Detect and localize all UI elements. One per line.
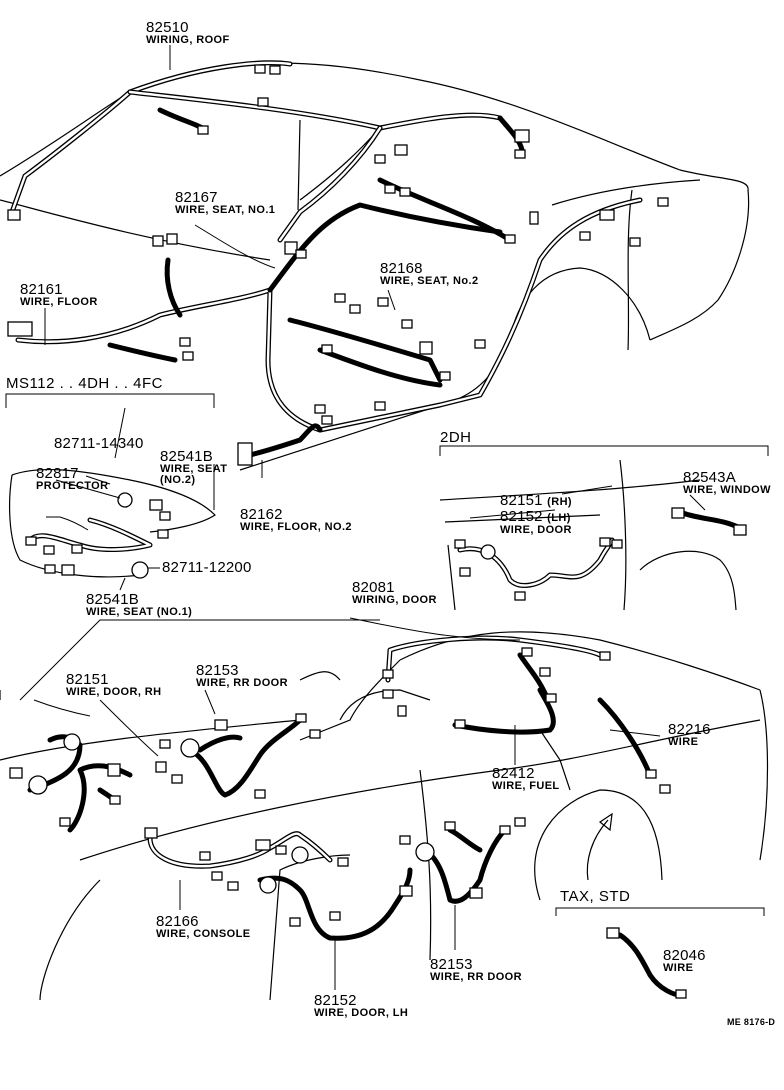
part-number: 82817 xyxy=(36,465,79,482)
part-number: 82152 xyxy=(314,992,357,1009)
part-number: 82541B xyxy=(86,591,139,608)
part-description: WIRE, SEAT, NO.1 xyxy=(175,204,276,216)
label-82152-lh: 82152 (LH) WIRE, DOOR xyxy=(500,509,572,536)
part-description: WIRE xyxy=(663,962,694,974)
label-82162: 82162 WIRE, FLOOR, NO.2 xyxy=(240,507,352,533)
part-number: 82151 xyxy=(66,671,109,688)
2dh-inset xyxy=(439,445,769,611)
part-number: 82151 xyxy=(500,492,543,509)
part-description: WIRE, DOOR, RH xyxy=(66,686,162,698)
part-description: WIRE, RR DOOR xyxy=(196,677,288,689)
ms112-inset xyxy=(5,393,216,591)
part-number: 82168 xyxy=(380,260,423,277)
label-82817: 82817 PROTECTOR xyxy=(36,466,108,492)
part-number: 82153 xyxy=(196,662,239,679)
label-82541b-no2: 82541B WIRE, SEAT (NO.2) xyxy=(160,449,227,486)
part-number: 82081 xyxy=(352,579,395,596)
label-82711-14340: 82711-14340 xyxy=(54,436,144,451)
lower-car-body xyxy=(0,619,769,1001)
part-description: WIRE xyxy=(668,736,699,748)
reference-code: ME 8176-D xyxy=(727,1017,776,1027)
label-82216: 82216 WIRE xyxy=(668,722,711,748)
roof-wiring-harness xyxy=(9,60,525,243)
part-description-extra: (NO.2) xyxy=(160,474,196,486)
part-number: 82167 xyxy=(175,189,218,206)
door-wiring xyxy=(349,617,671,794)
label-82161: 82161 WIRE, FLOOR xyxy=(20,282,98,308)
part-description: WIRING, ROOF xyxy=(146,34,230,46)
section-2dh: 2DH xyxy=(440,429,472,446)
part-number: 82162 xyxy=(240,506,283,523)
part-description: WIRE, FLOOR xyxy=(20,296,98,308)
label-82153-upper: 82153 WIRE, RR DOOR xyxy=(196,663,288,689)
part-number: 82046 xyxy=(663,947,706,964)
part-description: WIRE, FUEL xyxy=(492,780,560,792)
part-description: PROTECTOR xyxy=(36,480,109,492)
part-number: 82166 xyxy=(156,913,199,930)
part-number: 82152 xyxy=(500,508,543,525)
part-number: 82711-12200 xyxy=(162,559,252,576)
part-description: (LH) xyxy=(547,512,571,524)
label-82167: 82167 WIRE, SEAT, NO.1 xyxy=(175,190,275,216)
part-description: (RH) xyxy=(547,496,572,508)
tax-std-inset xyxy=(555,907,765,999)
label-82152-door-lh: 82152 WIRE, DOOR, LH xyxy=(314,993,408,1019)
upper-car-body xyxy=(0,62,750,471)
upper-connectors xyxy=(7,64,669,466)
part-number: 82543A xyxy=(683,469,736,486)
part-description: WIRE, SEAT (NO.1) xyxy=(86,606,193,618)
part-description: WIRE, CONSOLE xyxy=(156,928,251,940)
part-description: WIRE, DOOR, LH xyxy=(314,1007,409,1019)
label-82510: 82510 WIRING, ROOF xyxy=(146,20,230,46)
part-description: WIRE, FLOOR, NO.2 xyxy=(240,521,352,533)
part-description: WIRING, DOOR xyxy=(352,594,437,606)
part-description: WIRE, SEAT xyxy=(160,463,228,475)
label-82151-door-rh: 82151 WIRE, DOOR, RH xyxy=(66,672,161,698)
part-description: WIRE, SEAT, No.2 xyxy=(380,275,479,287)
lower-harnesses xyxy=(9,689,661,990)
label-82543a: 82543A WIRE, WINDOW xyxy=(683,470,771,496)
upper-leader-lines xyxy=(44,45,396,510)
label-82151-rh: 82151 (RH) xyxy=(500,493,572,509)
part-number: 82711-14340 xyxy=(54,435,144,452)
part-description-shared: WIRE, DOOR xyxy=(500,524,572,536)
section-ms112: MS112 . . 4DH . . 4FC xyxy=(6,375,163,392)
section-tax-std: TAX, STD xyxy=(560,888,631,905)
part-number: 82510 xyxy=(146,19,189,36)
label-82046: 82046 WIRE xyxy=(663,948,706,974)
label-82412: 82412 WIRE, FUEL xyxy=(492,766,560,792)
label-82081: 82081 WIRING, DOOR xyxy=(352,580,437,606)
part-number: 82216 xyxy=(668,721,711,738)
label-82166: 82166 WIRE, CONSOLE xyxy=(156,914,250,940)
label-82541b-no1: 82541B WIRE, SEAT (NO.1) xyxy=(86,592,192,618)
part-description: WIRE, WINDOW xyxy=(683,484,771,496)
part-description: WIRE, RR DOOR xyxy=(430,971,522,983)
label-82153-lower: 82153 WIRE, RR DOOR xyxy=(430,957,522,983)
label-82168: 82168 WIRE, SEAT, No.2 xyxy=(380,261,478,287)
label-82711-12200: 82711-12200 xyxy=(162,560,252,575)
part-number: 82541B xyxy=(160,448,213,465)
part-number: 82153 xyxy=(430,956,473,973)
part-number: 82412 xyxy=(492,765,535,782)
part-number: 82161 xyxy=(20,281,63,298)
